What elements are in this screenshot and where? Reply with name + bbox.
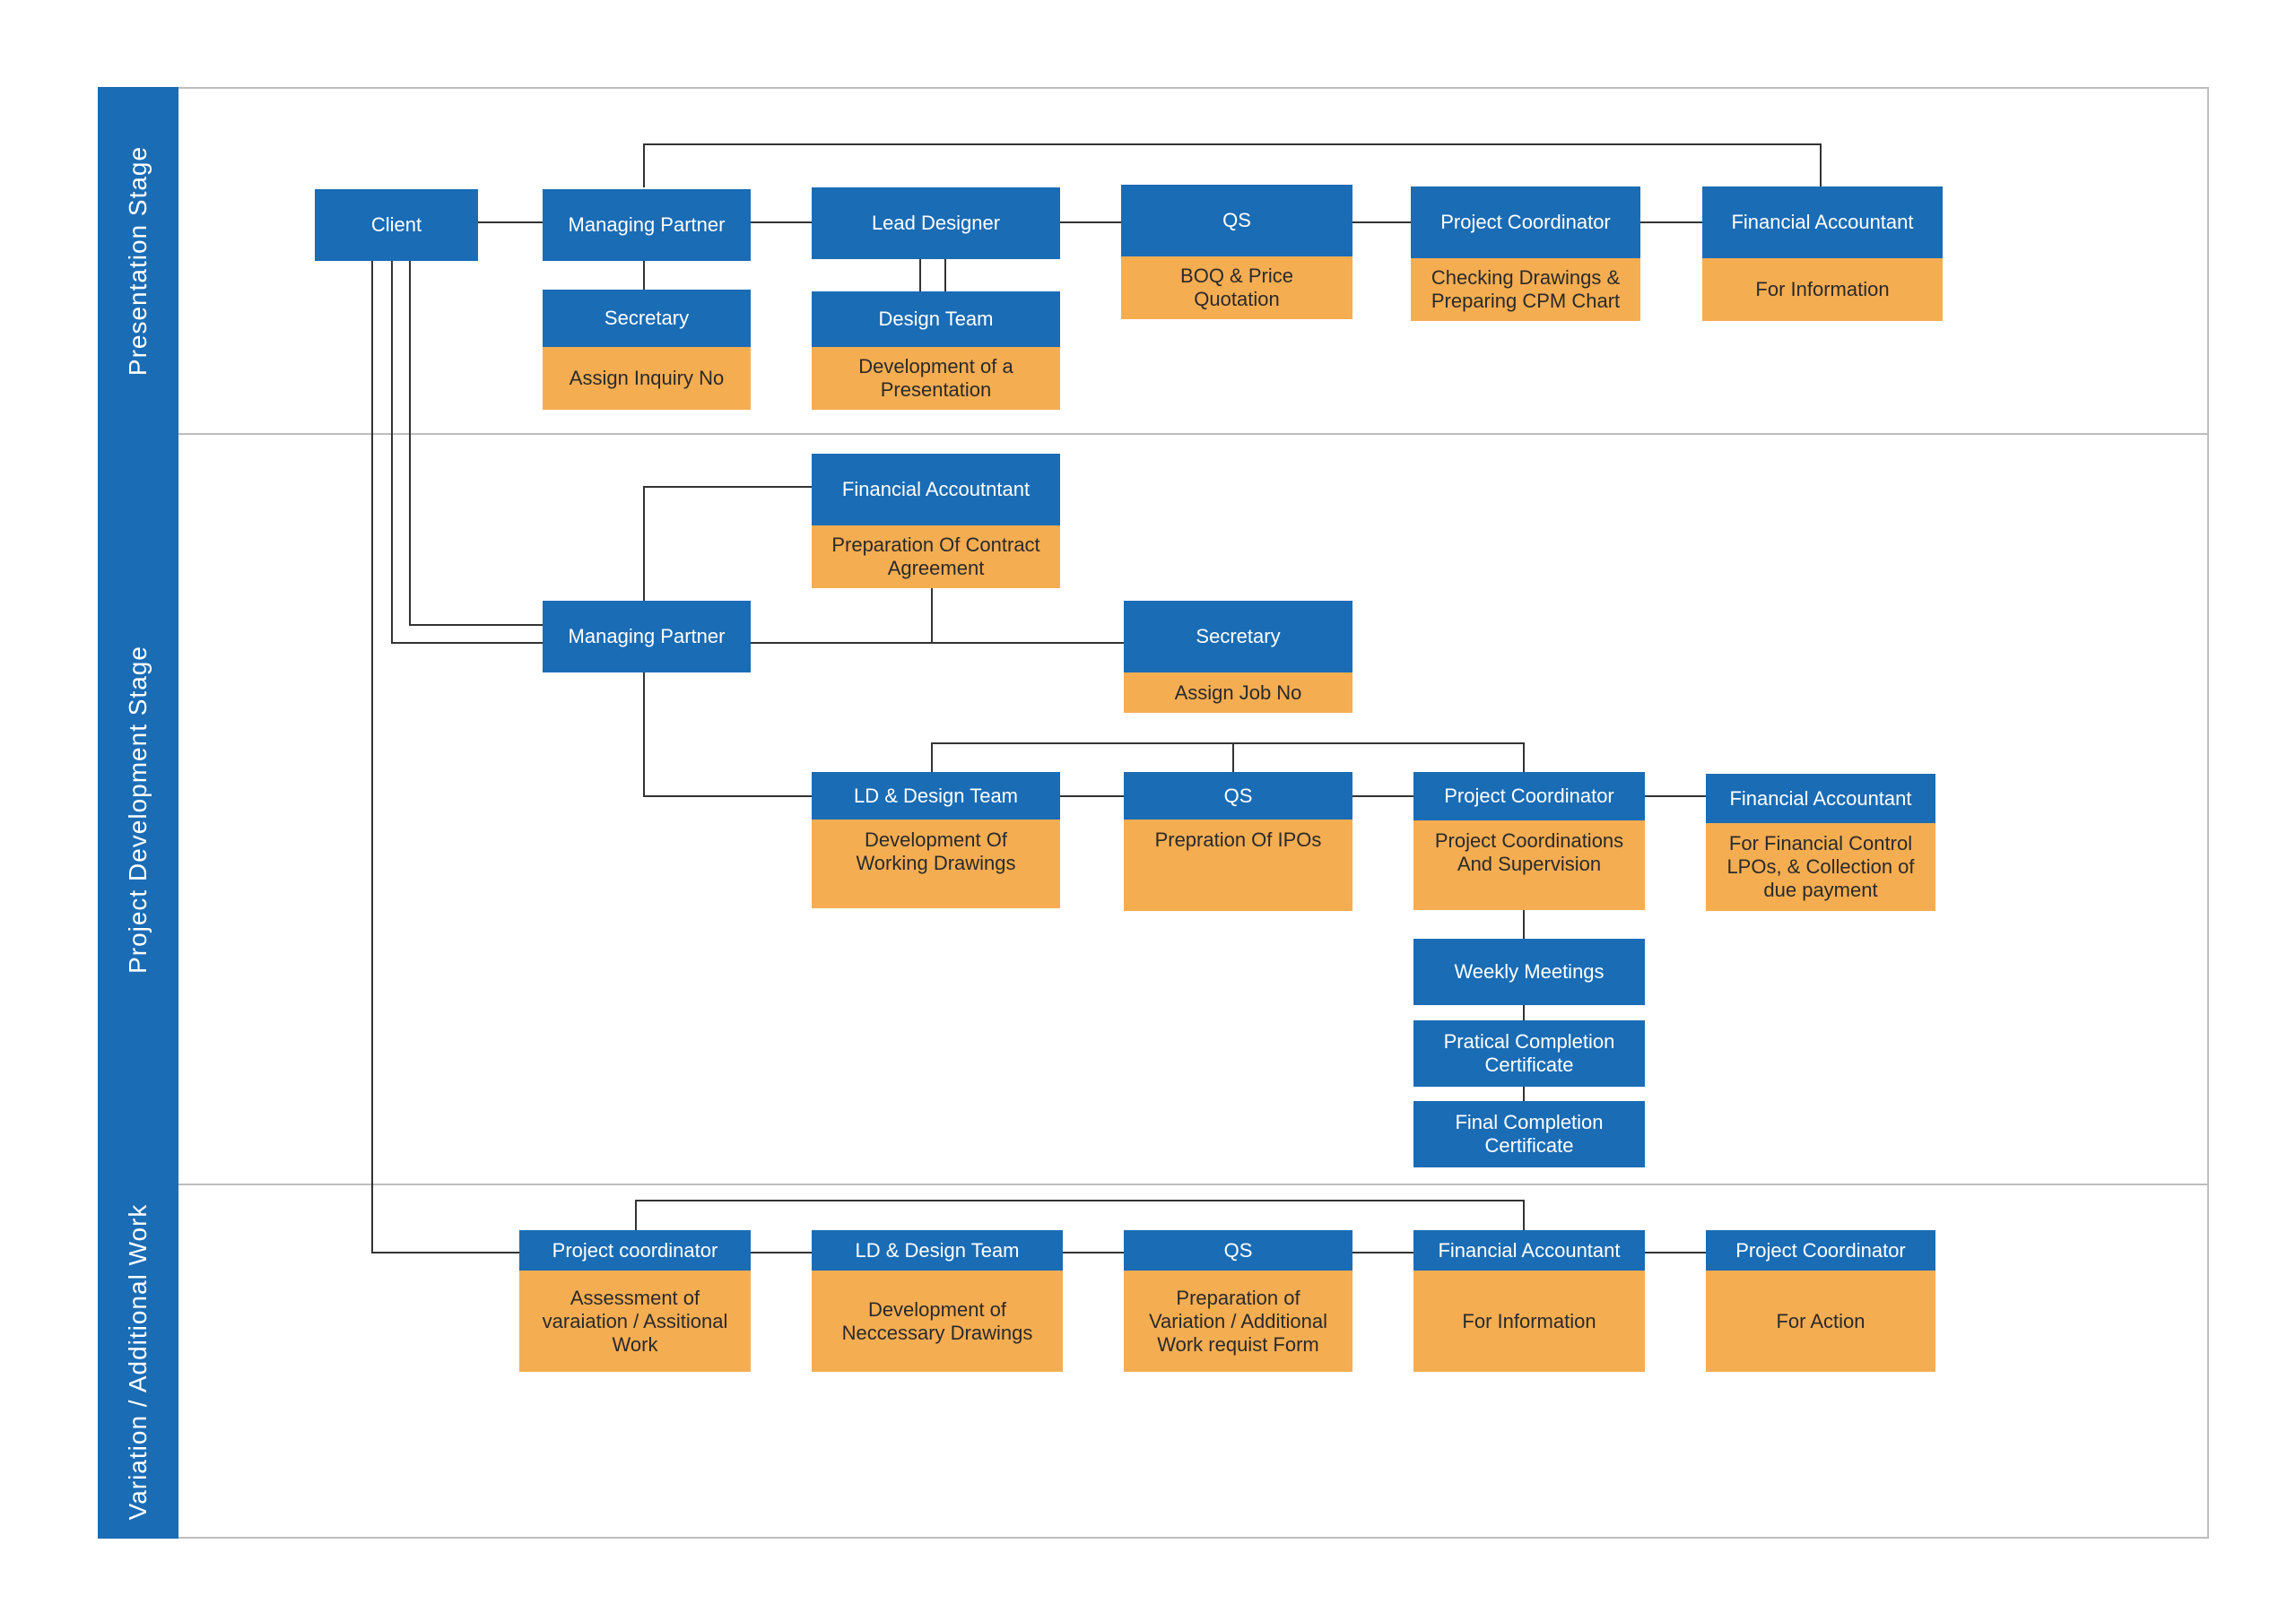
node-ld-design-team-drawings[interactable]: LD & Design Team Development of Neccessa…: [812, 1230, 1063, 1372]
node-secretary-task: Assign Inquiry No: [543, 347, 751, 410]
node-qs[interactable]: QS BOQ & Price Quotation: [1121, 185, 1352, 319]
lane-variation-additional-work: Variation / Additional Work: [98, 1184, 178, 1539]
connector: [643, 143, 1822, 187]
node-qs-variation-task: Preparation of Variation / Additional Wo…: [1124, 1271, 1352, 1372]
node-secretary[interactable]: Secretary Assign Inquiry No: [543, 290, 751, 410]
node-project-coordinator-assessment-title: Project coordinator: [519, 1230, 751, 1271]
node-weekly-meetings[interactable]: Weekly Meetings: [1413, 939, 1645, 1005]
node-client[interactable]: Client: [315, 189, 478, 261]
node-design-team[interactable]: Design Team Development of a Presentatio…: [812, 291, 1060, 410]
node-qs-ipos-task: Prepration Of IPOs: [1124, 820, 1352, 911]
node-project-coordinator[interactable]: Project Coordinator Checking Drawings & …: [1411, 186, 1640, 321]
node-design-team-title: Design Team: [812, 291, 1060, 347]
node-client-title: Client: [315, 189, 478, 261]
node-project-coordinator-supervision-task: Project Coordinations And Supervision: [1413, 820, 1645, 910]
lane-presentation-stage: Presentation Stage: [98, 87, 178, 434]
lane-divider: [98, 433, 2209, 435]
connector: [643, 672, 812, 797]
node-ld-design-team-task: Development Of Working Drawings: [812, 820, 1060, 908]
node-managing-partner-development-title: Managing Partner: [543, 601, 751, 672]
node-secretary-title: Secretary: [543, 290, 751, 347]
node-project-coordinator-supervision[interactable]: Project Coordinator Project Coordination…: [1413, 772, 1645, 910]
node-managing-partner-development[interactable]: Managing Partner: [543, 601, 751, 672]
node-secretary-job-title: Secretary: [1124, 601, 1352, 672]
node-qs-variation[interactable]: QS Preparation of Variation / Additional…: [1124, 1230, 1352, 1372]
node-financial-accountant-variation[interactable]: Financial Accountant For Information: [1413, 1230, 1645, 1372]
node-financial-accountant-title: Financial Accountant: [1702, 186, 1943, 258]
node-managing-partner-title: Managing Partner: [543, 189, 751, 261]
connector: [635, 1200, 1525, 1230]
node-financial-accountant-control-task: For Financial Control LPOs, & Collection…: [1706, 823, 1935, 911]
node-secretary-job-task: Assign Job No: [1124, 672, 1352, 713]
node-project-coordinator-action-title: Project Coordinator: [1706, 1230, 1935, 1271]
node-financial-accountant[interactable]: Financial Accountant For Information: [1702, 186, 1943, 321]
connector: [931, 742, 1525, 772]
node-financial-accountant-contract-title: Financial Accoutntant: [812, 454, 1060, 525]
node-ld-design-team-drawings-task: Development of Neccessary Drawings: [812, 1271, 1063, 1372]
node-practical-completion-title: Pratical Completion Certificate: [1413, 1020, 1645, 1087]
node-financial-accountant-variation-title: Financial Accountant: [1413, 1230, 1645, 1271]
lane-project-development-stage: Project Development Stage: [98, 434, 178, 1184]
node-qs-ipos[interactable]: QS Prepration Of IPOs: [1124, 772, 1352, 911]
connector: [409, 260, 543, 626]
node-financial-accountant-control-title: Financial Accountant: [1706, 774, 1935, 823]
node-project-coordinator-assessment-task: Assessment of varaiation / Assitional Wo…: [519, 1271, 751, 1372]
connector: [371, 260, 519, 1253]
node-qs-variation-title: QS: [1124, 1230, 1352, 1271]
node-financial-accountant-contract[interactable]: Financial Accoutntant Preparation Of Con…: [812, 454, 1060, 588]
node-project-coordinator-task: Checking Drawings & Preparing CPM Chart: [1411, 258, 1640, 321]
node-financial-accountant-contract-task: Preparation Of Contract Agreement: [812, 525, 1060, 588]
node-final-completion-certificate[interactable]: Final Completion Certificate: [1413, 1101, 1645, 1167]
node-project-coordinator-action-task: For Action: [1706, 1271, 1935, 1372]
node-qs-title: QS: [1121, 185, 1352, 256]
node-project-coordinator-supervision-title: Project Coordinator: [1413, 772, 1645, 820]
lane-divider: [98, 1184, 2209, 1185]
node-qs-task: BOQ & Price Quotation: [1121, 256, 1352, 319]
node-project-coordinator-action[interactable]: Project Coordinator For Action: [1706, 1230, 1935, 1372]
node-financial-accountant-variation-task: For Information: [1413, 1271, 1645, 1372]
node-project-coordinator-assessment[interactable]: Project coordinator Assessment of varaia…: [519, 1230, 751, 1372]
node-practical-completion-certificate[interactable]: Pratical Completion Certificate: [1413, 1020, 1645, 1087]
node-lead-designer[interactable]: Lead Designer: [812, 187, 1060, 259]
node-ld-design-team-title: LD & Design Team: [812, 772, 1060, 820]
node-lead-designer-title: Lead Designer: [812, 187, 1060, 259]
node-project-coordinator-title: Project Coordinator: [1411, 186, 1640, 258]
node-design-team-task: Development of a Presentation: [812, 347, 1060, 410]
node-final-completion-title: Final Completion Certificate: [1413, 1101, 1645, 1167]
node-secretary-job[interactable]: Secretary Assign Job No: [1124, 601, 1352, 713]
node-weekly-meetings-title: Weekly Meetings: [1413, 939, 1645, 1005]
node-financial-accountant-control[interactable]: Financial Accountant For Financial Contr…: [1706, 774, 1935, 911]
node-ld-design-team[interactable]: LD & Design Team Development Of Working …: [812, 772, 1060, 908]
node-qs-ipos-title: QS: [1124, 772, 1352, 820]
connector: [391, 260, 543, 644]
node-managing-partner[interactable]: Managing Partner: [543, 189, 751, 261]
connector: [643, 486, 812, 601]
node-ld-design-team-drawings-title: LD & Design Team: [812, 1230, 1063, 1271]
node-financial-accountant-task: For Information: [1702, 258, 1943, 321]
